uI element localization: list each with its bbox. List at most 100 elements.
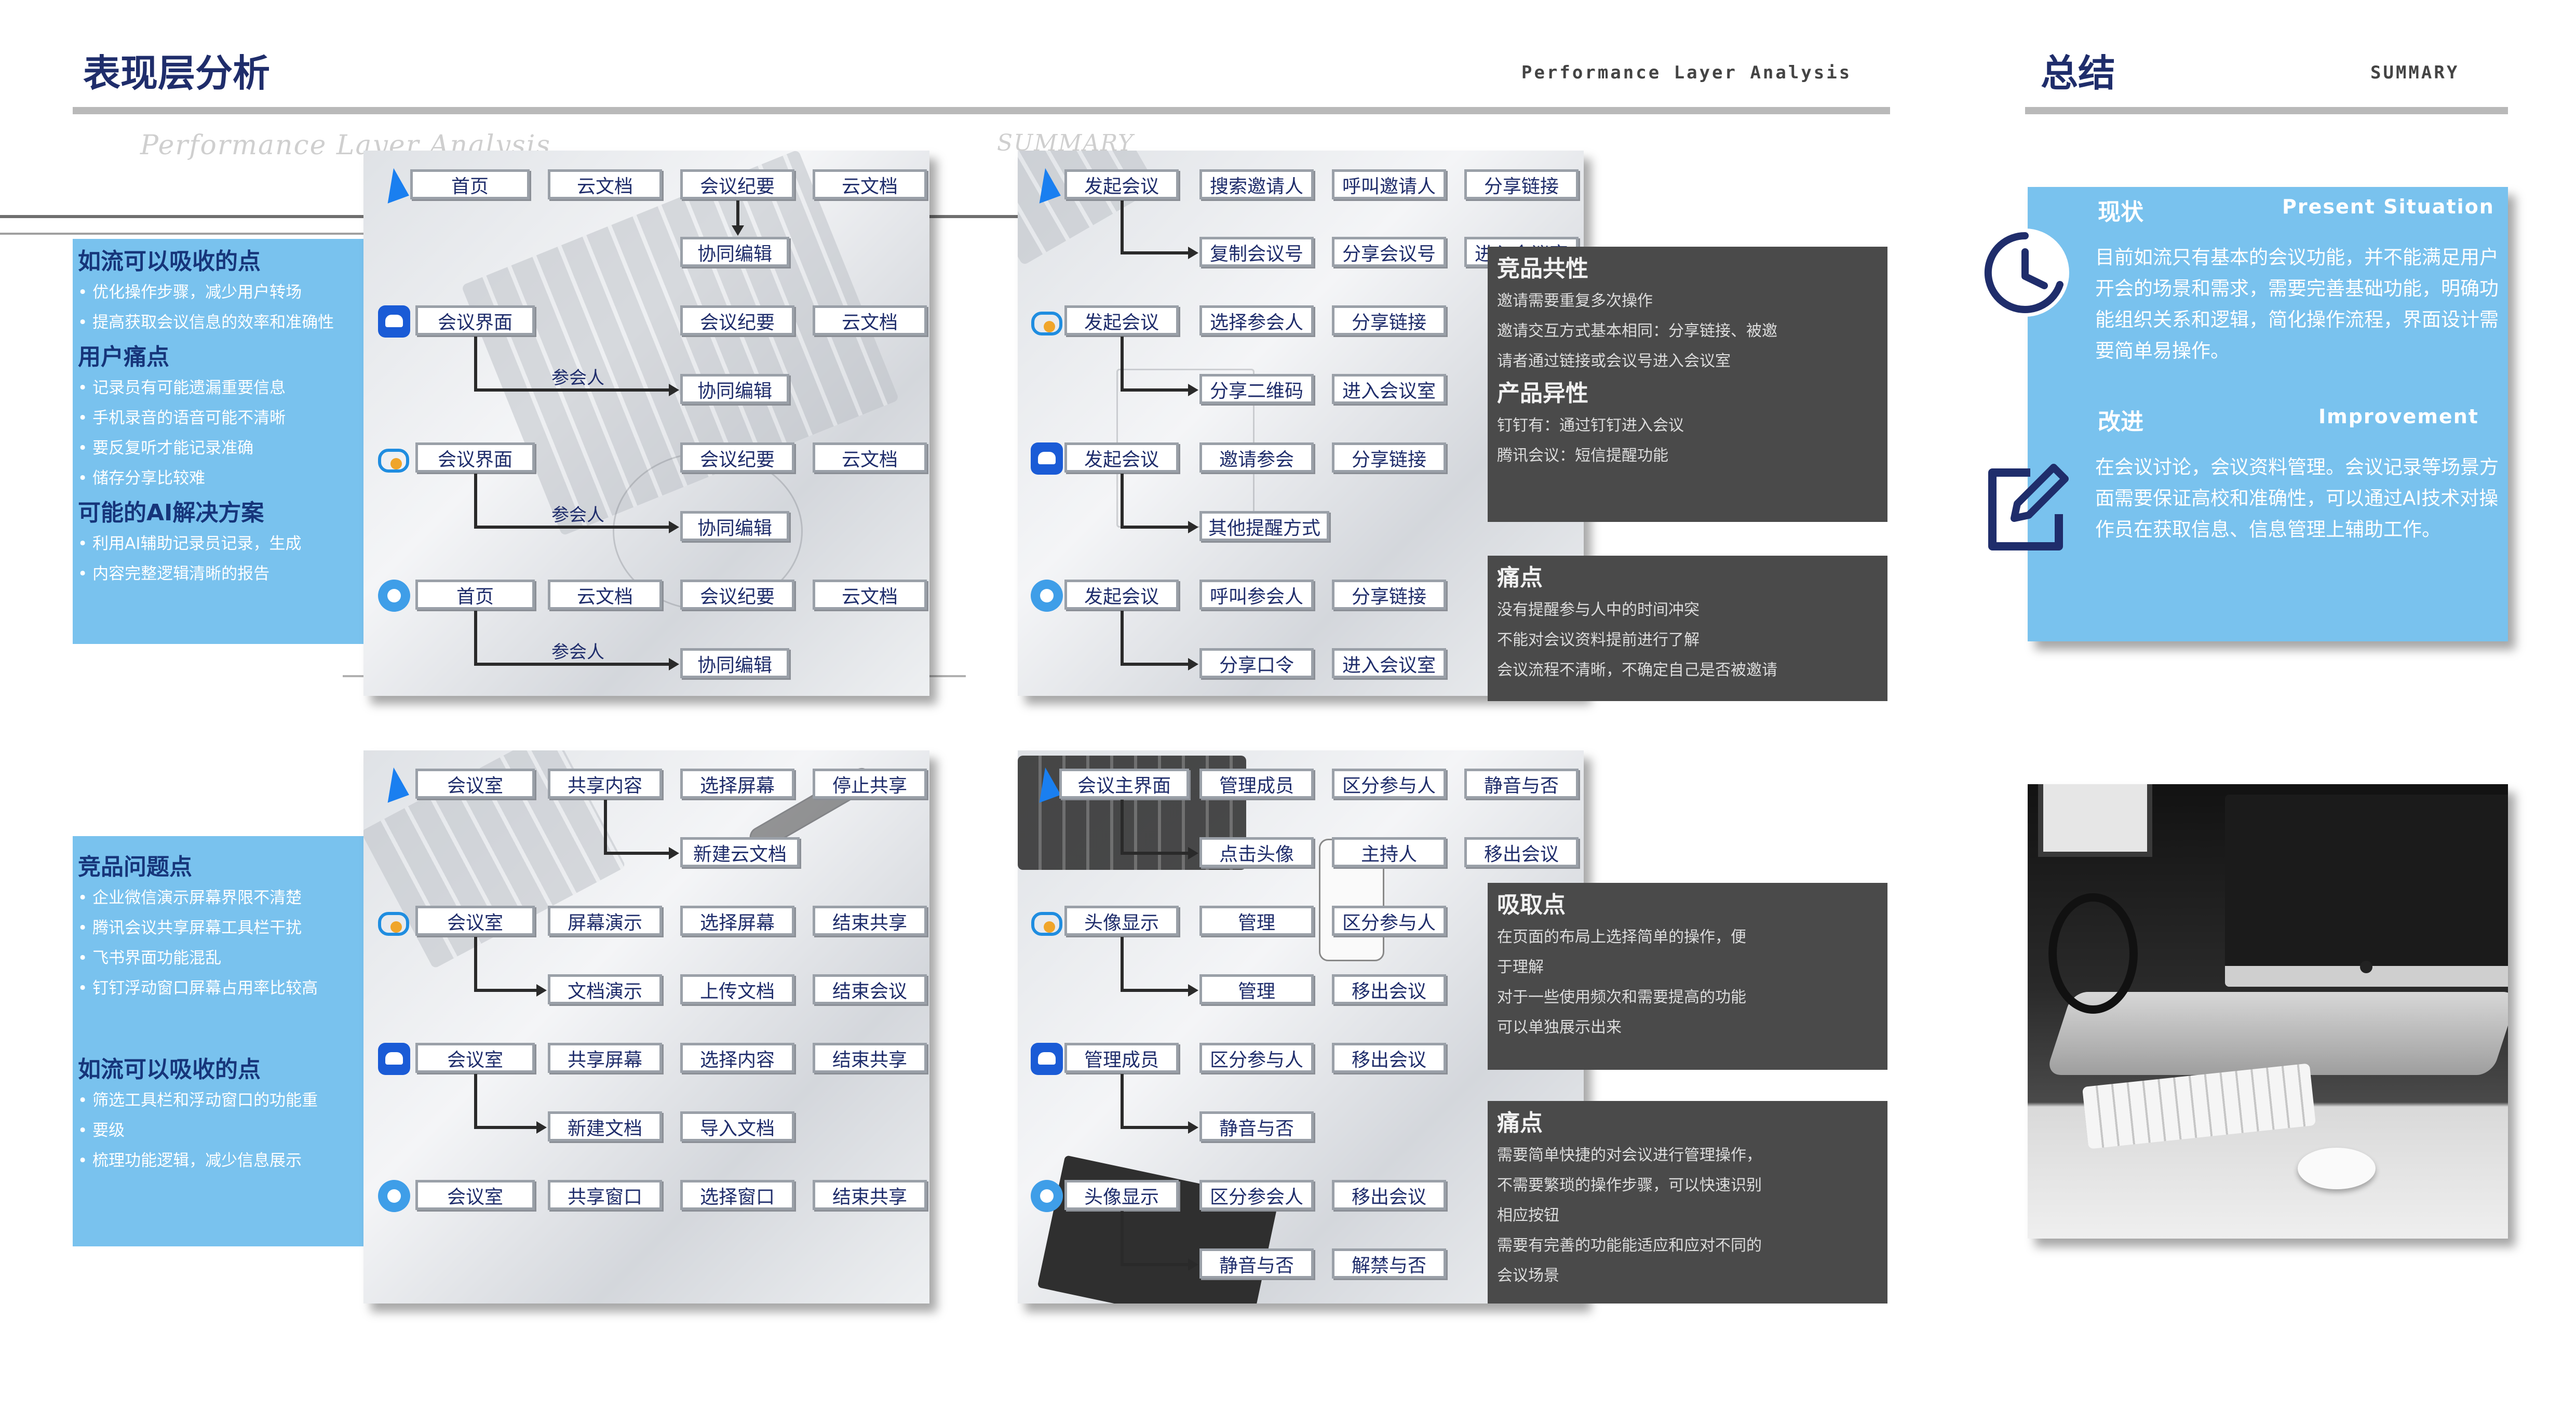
box-item: 可以单独展示出来 <box>1497 1018 1622 1037</box>
flow-node[interactable]: 头像显示 <box>1064 906 1179 936</box>
flow-node[interactable]: 选择参会人 <box>1199 305 1314 335</box>
flow-node[interactable]: 协同编辑 <box>680 648 789 678</box>
flow-node[interactable]: 协同编辑 <box>680 511 789 541</box>
flow-node[interactable]: 会议界面 <box>415 305 535 335</box>
lamp-image <box>2048 893 2138 1014</box>
flow-node[interactable]: 会议室 <box>415 1043 535 1073</box>
flow-arrowhead <box>669 384 679 396</box>
flow-node[interactable]: 解禁与否 <box>1332 1248 1446 1279</box>
flow-node[interactable]: 协同编辑 <box>680 374 789 404</box>
flow-node[interactable]: 云文档 <box>813 305 927 335</box>
flow-node[interactable]: 云文档 <box>548 169 662 199</box>
decor <box>1037 1155 1279 1304</box>
flow-node[interactable]: 搜索邀请人 <box>1199 169 1314 199</box>
flow-node[interactable]: 会议室 <box>415 1180 535 1210</box>
flow-node[interactable]: 发起会议 <box>1064 305 1179 335</box>
flow-node[interactable]: 新建文档 <box>548 1111 662 1141</box>
flow-node[interactable]: 发起会议 <box>1064 580 1179 610</box>
box-item: 于理解 <box>1497 958 1544 976</box>
flow-node[interactable]: 首页 <box>410 169 530 199</box>
lark-icon <box>378 305 410 338</box>
flow-node[interactable]: 静音与否 <box>1199 1111 1314 1141</box>
flow-node[interactable]: 结束共享 <box>813 1043 927 1073</box>
flow-node[interactable]: 云文档 <box>813 580 927 610</box>
flow-node[interactable]: 区分参与人 <box>1199 1043 1314 1073</box>
flow-node[interactable]: 会议界面 <box>415 442 535 473</box>
flow-node[interactable]: 结束会议 <box>813 974 927 1004</box>
flow-node[interactable]: 会议室 <box>415 769 535 799</box>
flow-node[interactable]: 移出会议 <box>1332 974 1446 1004</box>
flow-node[interactable]: 分享二维码 <box>1199 374 1314 404</box>
flow-node[interactable]: 发起会议 <box>1064 169 1179 199</box>
flow-node[interactable]: 区分参会人 <box>1199 1180 1314 1210</box>
flow-node[interactable]: 分享链接 <box>1332 305 1446 335</box>
flow-arrow <box>1121 937 1124 990</box>
flow-node[interactable]: 协同编辑 <box>680 237 789 267</box>
flow-node[interactable]: 邀请参会 <box>1199 442 1314 473</box>
flow-node[interactable]: 静音与否 <box>1464 769 1579 799</box>
flow-node[interactable]: 发起会议 <box>1064 442 1179 473</box>
flow-node[interactable]: 主持人 <box>1332 837 1446 867</box>
flow-node[interactable]: 呼叫参会人 <box>1199 580 1314 610</box>
flow-arrow <box>474 526 669 529</box>
flow-node[interactable]: 管理 <box>1199 974 1314 1004</box>
flow-node[interactable]: 新建云文档 <box>680 837 800 867</box>
flow-node[interactable]: 管理成员 <box>1199 769 1314 799</box>
sidebar-item: 要级 <box>78 1116 363 1146</box>
sidebar-item: 利用AI辅助记录员记录，生成 <box>78 529 363 559</box>
flow-arrowhead <box>1188 658 1198 670</box>
lark-icon <box>378 1043 410 1075</box>
flow-node[interactable]: 移出会议 <box>1332 1180 1446 1210</box>
flow-node[interactable]: 移出会议 <box>1464 837 1579 867</box>
flow-node[interactable]: 云文档 <box>548 580 662 610</box>
flow-node[interactable]: 共享内容 <box>548 769 662 799</box>
flow-arrow <box>474 474 477 527</box>
flow-node[interactable]: 停止共享 <box>813 769 927 799</box>
flow-node[interactable]: 会议纪要 <box>680 305 794 335</box>
flow-node[interactable]: 云文档 <box>813 442 927 473</box>
flow-node[interactable]: 复制会议号 <box>1199 237 1314 267</box>
flow-node[interactable]: 共享屏幕 <box>548 1043 662 1073</box>
flow-arrowhead <box>669 847 679 859</box>
flow-node[interactable]: 分享链接 <box>1332 580 1446 610</box>
flow-node[interactable]: 管理 <box>1199 906 1314 936</box>
flow-node[interactable]: 上传文档 <box>680 974 794 1004</box>
flow-node[interactable]: 云文档 <box>813 169 927 199</box>
flow-node[interactable]: 分享口令 <box>1199 648 1314 678</box>
sidebar-item: 手机录音的语音可能不清晰 <box>78 403 363 433</box>
competitor-common-box: 竞品共性 邀请需要重复多次操作 邀请交互方式基本相同：分享链接、被邀 请者通过链… <box>1488 247 1887 522</box>
flow-node[interactable]: 共享窗口 <box>548 1180 662 1210</box>
flow-node[interactable]: 会议室 <box>415 906 535 936</box>
flow-node[interactable]: 头像显示 <box>1064 1180 1179 1210</box>
flow-node[interactable]: 分享链接 <box>1464 169 1579 199</box>
flow-node[interactable]: 结束共享 <box>813 1180 927 1210</box>
flow-node[interactable]: 移出会议 <box>1332 1043 1446 1073</box>
flow-node[interactable]: 导入文档 <box>680 1111 794 1141</box>
flow-node[interactable]: 进入会议室 <box>1332 648 1446 678</box>
sidebar-item: 梳理功能逻辑，减少信息展示 <box>78 1146 363 1176</box>
flow-node[interactable]: 进入会议室 <box>1332 374 1446 404</box>
flow-node[interactable]: 选择内容 <box>680 1043 794 1073</box>
flow-node[interactable]: 文档演示 <box>548 974 662 1004</box>
tencent-meeting-icon <box>1028 906 1062 938</box>
flow-node[interactable]: 选择窗口 <box>680 1180 794 1210</box>
flow-node[interactable]: 屏幕演示 <box>548 906 662 936</box>
flow-node[interactable]: 静音与否 <box>1199 1248 1314 1279</box>
flow-node[interactable]: 会议主界面 <box>1059 769 1189 799</box>
flow-node[interactable]: 选择屏幕 <box>680 906 794 936</box>
flow-node[interactable]: 选择屏幕 <box>680 769 794 799</box>
flow-node[interactable]: 会议纪要 <box>680 442 794 473</box>
flow-node[interactable]: 呼叫邀请人 <box>1332 169 1446 199</box>
flow-arrow <box>474 989 536 992</box>
flow-node[interactable]: 会议纪要 <box>680 169 794 199</box>
flow-node[interactable]: 管理成员 <box>1064 1043 1179 1073</box>
flow-node[interactable]: 其他提醒方式 <box>1199 511 1329 541</box>
flow-node[interactable]: 点击头像 <box>1199 837 1314 867</box>
flow-node[interactable]: 首页 <box>415 580 535 610</box>
flow-node[interactable]: 区分参与人 <box>1332 769 1446 799</box>
flow-node[interactable]: 分享链接 <box>1332 442 1446 473</box>
flow-node[interactable]: 结束共享 <box>813 906 927 936</box>
flow-node[interactable]: 区分参与人 <box>1332 906 1446 936</box>
flow-node[interactable]: 会议纪要 <box>680 580 794 610</box>
flow-node[interactable]: 分享会议号 <box>1332 237 1446 267</box>
